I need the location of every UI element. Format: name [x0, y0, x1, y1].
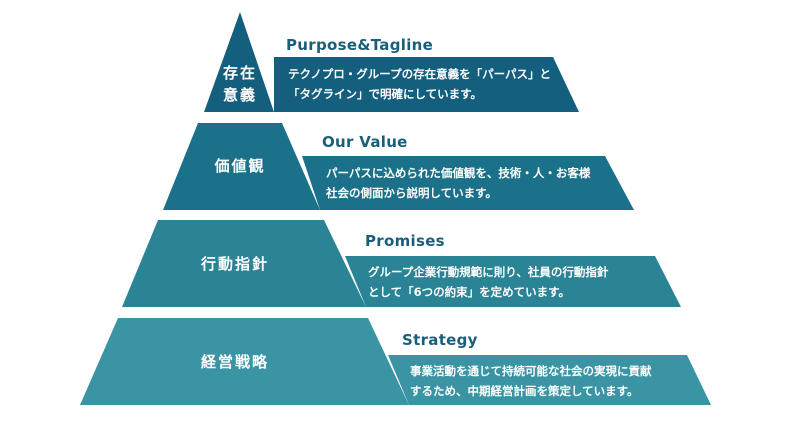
- tier-2-banner: [302, 156, 634, 210]
- tier-4-heading: Strategy: [402, 331, 478, 349]
- tier-3-description-line2: として「6つの約束」を定めています。: [368, 285, 571, 299]
- tier-4-description-line2: するため、中期経営計画を策定しています。: [410, 384, 639, 398]
- tier-1-label-line1: 存在: [222, 64, 257, 82]
- tier-4-banner: [388, 355, 711, 405]
- tier-3-label: 行動指針: [200, 255, 269, 273]
- tier-1-shape: [204, 12, 274, 112]
- tier-3-heading: Promises: [365, 232, 445, 250]
- tier-1-label-line2: 意義: [222, 86, 257, 104]
- tier-3-shape: [122, 220, 366, 307]
- tier-1-label: 存在 意義: [208, 62, 272, 106]
- tier-3-description: グループ企業行動規範に則り、社員の行動指針 として「6つの約束」を定めています。: [368, 262, 608, 302]
- tier-4-shape: [80, 318, 409, 405]
- tier-1-heading: Purpose&Tagline: [286, 36, 434, 54]
- tier-1-description-line2: 「タグライン」で明確にしています。: [288, 87, 483, 101]
- tier-3-banner: [345, 256, 681, 307]
- tier-2-shape: [163, 123, 320, 210]
- tier-2-description: パーパスに込められた価値観を、技術・人・お客様 社会の側面から説明しています。: [326, 163, 590, 203]
- tier-4-description: 事業活動を通じて持続可能な社会の実現に貢献 するため、中期経営計画を策定していま…: [410, 361, 652, 401]
- tier-2-description-line1: パーパスに込められた価値観を、技術・人・お客様: [326, 166, 591, 180]
- tier-2-heading: Our Value: [322, 133, 408, 151]
- tier-4-description-line1: 事業活動を通じて持続可能な社会の実現に貢献: [410, 364, 652, 378]
- tier-4-label: 経営戦略: [200, 353, 269, 371]
- tier-3-description-line1: グループ企業行動規範に則り、社員の行動指針: [368, 265, 609, 279]
- tier-2-description-line2: 社会の側面から説明しています。: [326, 186, 498, 200]
- tier-1-description: テクノプロ・グループの存在意義を「パーパス」と 「タグライン」で明確にしています…: [288, 64, 551, 104]
- tier-1-banner: [274, 57, 579, 112]
- tier-2-label: 価値観: [214, 157, 266, 175]
- tier-1-description-line1: テクノプロ・グループの存在意義を「パーパス」と: [288, 67, 552, 81]
